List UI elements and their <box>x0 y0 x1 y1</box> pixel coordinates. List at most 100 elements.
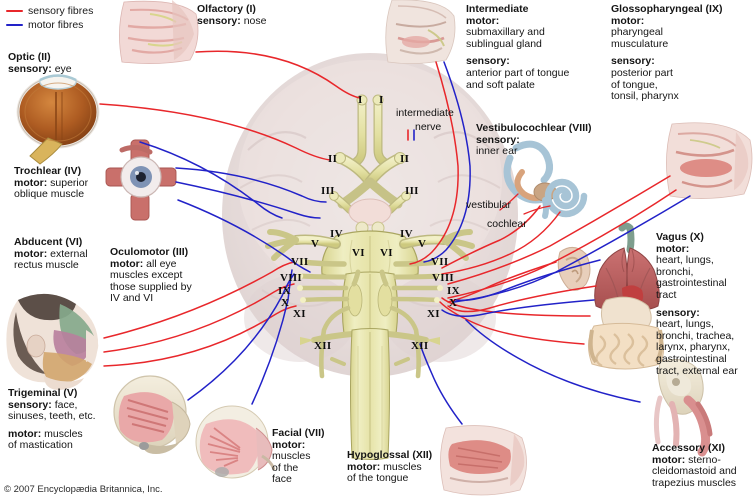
nerve-label-text-line: trapezius muscles <box>652 476 737 489</box>
cranial-nerve-numeral-left-VII: VII <box>291 256 309 268</box>
facial-muscles-illustration <box>195 405 276 479</box>
nerve-label-text-line: inner ear <box>476 145 518 158</box>
legend-swatch-motor <box>6 24 23 26</box>
copyright-notice: © 2007 Encyclopædia Britannica, Inc. <box>4 484 163 495</box>
neck-muscles-illustration <box>653 359 713 457</box>
nerve-label-text-line: larynx, pharynx, <box>656 341 731 354</box>
cranial-nerve-numeral-right-VII: VII <box>431 256 449 268</box>
nerve-label-title: Accessory (XI) <box>652 442 725 454</box>
nerve-label-sensory-line: sensory: <box>611 55 655 68</box>
nerve-label-text-line: IV and VI <box>110 292 154 305</box>
cranial-nerve-numeral-left-IV: IV <box>330 228 343 240</box>
nerve-label-title: Hypoglossal (XII) <box>347 449 433 461</box>
nerve-label-text-line: bronchi, trachea, <box>656 329 735 342</box>
nerve-label-text-line: sinuses, teeth, etc. <box>8 410 96 423</box>
nerve-label-title: Vagus (X) <box>656 231 704 243</box>
tongue-illustration <box>440 425 527 496</box>
cranial-nerve-numeral-right-X: X <box>449 297 458 309</box>
gastrointestinal-tract-illustration <box>588 296 664 370</box>
legend-swatch-sensory <box>6 10 23 12</box>
cranial-nerve-numeral-left-IX: IX <box>278 285 291 297</box>
annotation-cochlear: cochlear <box>487 218 527 230</box>
legend-label-motor: motor fibres <box>28 19 84 31</box>
nasal-cavity-illustration <box>119 0 199 64</box>
cranial-nerve-numeral-right-XI: XI <box>427 308 440 320</box>
nerve-label-text-line: of the tongue <box>347 472 409 485</box>
nerve-label-sensory-line: sensory: <box>466 55 510 68</box>
nerve-label-text-line: pharyngeal <box>611 26 663 39</box>
nerve-label-olfactory: Olfactory (I)sensory: nose <box>197 3 267 27</box>
cranial-nerve-numeral-right-II: II <box>400 153 410 165</box>
legend-item-sensory: sensory fibres <box>6 4 93 18</box>
cranial-nerve-numeral-right-III: III <box>405 185 419 197</box>
nerve-label-motor-line: motor: muscles <box>8 427 83 440</box>
nerve-label-text-line: of mastication <box>8 439 73 452</box>
nerve-label-trigeminal: Trigeminal (V)sensory: face,sinuses, tee… <box>8 387 96 452</box>
nerve-label-text-line: face <box>272 473 292 486</box>
nerve-label-motor-line: motor: all eye <box>110 257 177 270</box>
nerve-label-vestibulocochlear: Vestibulocochlear (VIII)sensory:inner ea… <box>476 122 592 158</box>
nerve-label-text-line: rectus muscle <box>14 259 79 272</box>
cranial-nerve-numeral-right-IX: IX <box>447 285 460 297</box>
brainstem-illustration <box>265 94 475 460</box>
eye-muscles-illustration <box>105 139 177 221</box>
nerve-label-accessory: Accessory (XI)motor: sterno-cleidomastoi… <box>652 442 737 489</box>
cranial-nerve-numeral-left-VIII: VIII <box>280 272 302 284</box>
nerve-label-text-line: oblique muscle <box>14 188 85 201</box>
nerve-label-sensory-line: sensory: <box>476 133 520 146</box>
cranial-nerve-numeral-left-XI: XI <box>293 308 306 320</box>
nerve-label-title: Trochlear (IV) <box>14 165 82 177</box>
nerve-label-title: Intermediate <box>466 3 529 15</box>
nerve-label-text-line: gastrointestinal <box>656 352 727 365</box>
nerve-label-text-line: posterior part <box>611 66 673 79</box>
nerve-label-sensory-line: sensory: <box>656 306 700 319</box>
nerve-label-title: Trigeminal (V) <box>8 387 78 399</box>
head-dermatome-illustration <box>6 293 99 390</box>
legend-item-motor: motor fibres <box>6 18 93 32</box>
nerve-label-title: Oculomotor (III) <box>110 246 189 258</box>
nerve-label-text-line: of tongue, <box>611 78 658 91</box>
cranial-nerve-numeral-right-VIII: VIII <box>432 272 454 284</box>
nerve-label-motor-line: motor: <box>656 242 690 255</box>
cranial-nerve-numeral-left-VI: VI <box>352 247 365 259</box>
nerve-label-text-line: heart, lungs, <box>656 254 714 267</box>
cranial-nerve-numeral-right-IV: IV <box>400 228 413 240</box>
cranial-nerve-numeral-left-XII: XII <box>314 340 332 352</box>
nerve-label-text-line: muscles except <box>110 269 183 282</box>
nerve-label-motor-line: motor: muscles <box>347 460 422 473</box>
nerve-label-motor-line: motor: external <box>14 247 88 260</box>
nerve-label-text-line: musculature <box>611 37 669 50</box>
nerve-label-text-line: sublingual gland <box>466 37 542 50</box>
eyeball-illustration <box>16 74 100 165</box>
annotation-intermediate-nerve-2: nerve <box>415 121 442 133</box>
nerve-label-motor-line: motor: superior <box>14 176 89 189</box>
legend: sensory fibres motor fibres <box>6 4 93 32</box>
nerve-label-text-line: those supplied by <box>110 280 192 293</box>
nerve-label-motor-line: motor: <box>272 438 306 451</box>
cranial-nerve-numeral-right-VI: VI <box>380 247 393 259</box>
nerve-label-sensory-line: sensory: nose <box>197 14 267 27</box>
nerve-label-text-line: and soft palate <box>466 78 535 91</box>
cranial-nerve-numeral-left-I: I <box>358 94 363 106</box>
nerve-label-motor-line: motor: <box>611 14 645 27</box>
nerve-label-text-line: heart, lungs, <box>656 318 714 331</box>
nerve-label-text-line: tract <box>656 288 677 301</box>
nerve-label-text-line: tract, external ear <box>656 364 738 377</box>
mastication-muscles-illustration <box>113 375 191 454</box>
nerve-label-motor-line: motor: sterno- <box>652 453 721 466</box>
nerve-label-text-line: cleidomastoid and <box>652 465 737 478</box>
legend-label-sensory: sensory fibres <box>28 5 94 17</box>
tongue-pharynx-illustration <box>666 122 753 199</box>
nerve-label-optic: Optic (II)sensory: eye <box>8 51 72 75</box>
nerve-label-text-line: muscles <box>272 450 311 463</box>
cranial-nerve-numeral-left-III: III <box>321 185 335 197</box>
nerve-label-title: Vestibulocochlear (VIII) <box>476 122 592 134</box>
nerve-label-motor-line: motor: <box>466 14 500 27</box>
